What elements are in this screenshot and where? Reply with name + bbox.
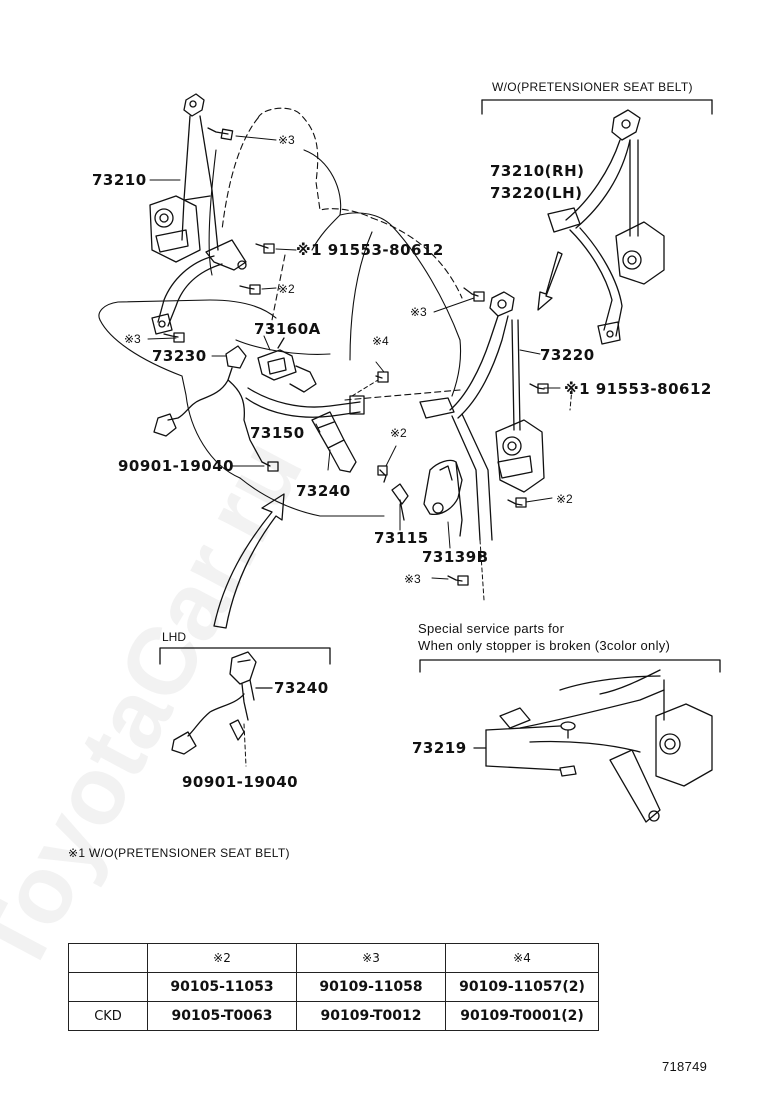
table-cell: 90105-T0063 — [147, 1001, 297, 1031]
label-mark2-a: ※2 — [278, 282, 295, 296]
label-73210: 73210 — [92, 171, 147, 189]
dashed-leaders — [351, 379, 573, 601]
special-inset — [419, 659, 721, 823]
label-91553-80612-left: ※1 91553-80612 — [296, 241, 444, 259]
table-cell: 90109-T0012 — [296, 1001, 446, 1031]
seatbelt-73210 — [149, 93, 247, 335]
buckle-strap-73160A — [245, 337, 365, 418]
lhd-dashed — [243, 723, 247, 767]
label-lhd: LHD — [162, 630, 187, 644]
label-73220: 73220 — [540, 346, 595, 364]
label-90901-19040-a: 90901-19040 — [118, 457, 235, 475]
table-cell: 90105-11053 — [147, 972, 297, 1002]
label-73139B: 73139B — [422, 548, 489, 566]
bolts-center — [261, 371, 389, 483]
table-cell: 90109-11057(2) — [445, 972, 599, 1002]
footnote: ※1 W/O(PRETENSIONER SEAT BELT) — [68, 846, 290, 860]
table-header-cell: ※3 — [296, 943, 446, 973]
label-73230: 73230 — [152, 347, 207, 365]
label-mark3-b: ※3 — [124, 332, 141, 346]
label-73240-b: 73240 — [274, 679, 329, 697]
label-mark3-c: ※3 — [404, 572, 421, 586]
label-mark4: ※4 — [372, 334, 389, 348]
label-special-line1: Special service parts for — [418, 621, 565, 636]
label-mark2-b: ※2 — [390, 426, 407, 440]
arrow-wo-to-main — [537, 251, 563, 311]
arrow-lhd — [213, 493, 285, 629]
anchor-73139B — [423, 459, 463, 537]
label-special-line2: When only stopper is broken (3color only… — [418, 638, 671, 653]
label-73240-a: 73240 — [296, 482, 351, 500]
table-cell: CKD — [68, 1001, 148, 1031]
table-header-row: ※2 ※3 ※4 — [68, 943, 599, 973]
label-wo-header: W/O(PRETENSIONER SEAT BELT) — [492, 80, 693, 94]
parts-table: ※2 ※3 ※4 90105-11053 90109-11058 90109-1… — [68, 943, 599, 1031]
bolts-right — [447, 287, 549, 586]
label-mark3-d: ※3 — [410, 305, 427, 319]
seat-body — [98, 149, 462, 517]
diagram-id: 718749 — [662, 1059, 708, 1074]
table-header-cell: ※2 — [147, 943, 297, 973]
anchor-73115 — [391, 483, 409, 521]
table-row: CKD 90105-T0063 90109-T0012 90109-T0001(… — [68, 1001, 599, 1031]
watermark: ToyotaCar.ru — [0, 423, 323, 990]
seatbelt-73220 — [419, 291, 545, 541]
label-73115: 73115 — [374, 529, 429, 547]
label-mark2-c: ※2 — [556, 492, 573, 506]
table-header-cell — [68, 943, 148, 973]
table-cell — [68, 972, 148, 1002]
label-73219: 73219 — [412, 739, 467, 757]
label-91553-80612-right: ※1 91553-80612 — [564, 380, 712, 398]
leader-lines — [147, 135, 561, 580]
harness-73230 — [153, 345, 263, 463]
label-73210-rh: 73210(RH) — [490, 162, 585, 180]
table-cell: 90109-11058 — [296, 972, 446, 1002]
bolts-left — [163, 127, 275, 343]
table-row: 90105-11053 90109-11058 90109-11057(2) — [68, 972, 599, 1002]
label-90901-19040-b: 90901-19040 — [182, 773, 299, 791]
seat-outline — [221, 107, 463, 401]
label-mark3-a: ※3 — [278, 133, 295, 147]
table-cell: 90109-T0001(2) — [445, 1001, 599, 1031]
svg-text:ToyotaCar.ru: ToyotaCar.ru — [0, 423, 323, 990]
label-73150: 73150 — [250, 424, 305, 442]
label-73220-lh: 73220(LH) — [490, 184, 583, 202]
buckle-73240 — [311, 411, 357, 473]
label-73160A: 73160A — [254, 320, 321, 338]
seatbelt-wo-pretensioner — [481, 99, 713, 345]
table-header-cell: ※4 — [445, 943, 599, 973]
